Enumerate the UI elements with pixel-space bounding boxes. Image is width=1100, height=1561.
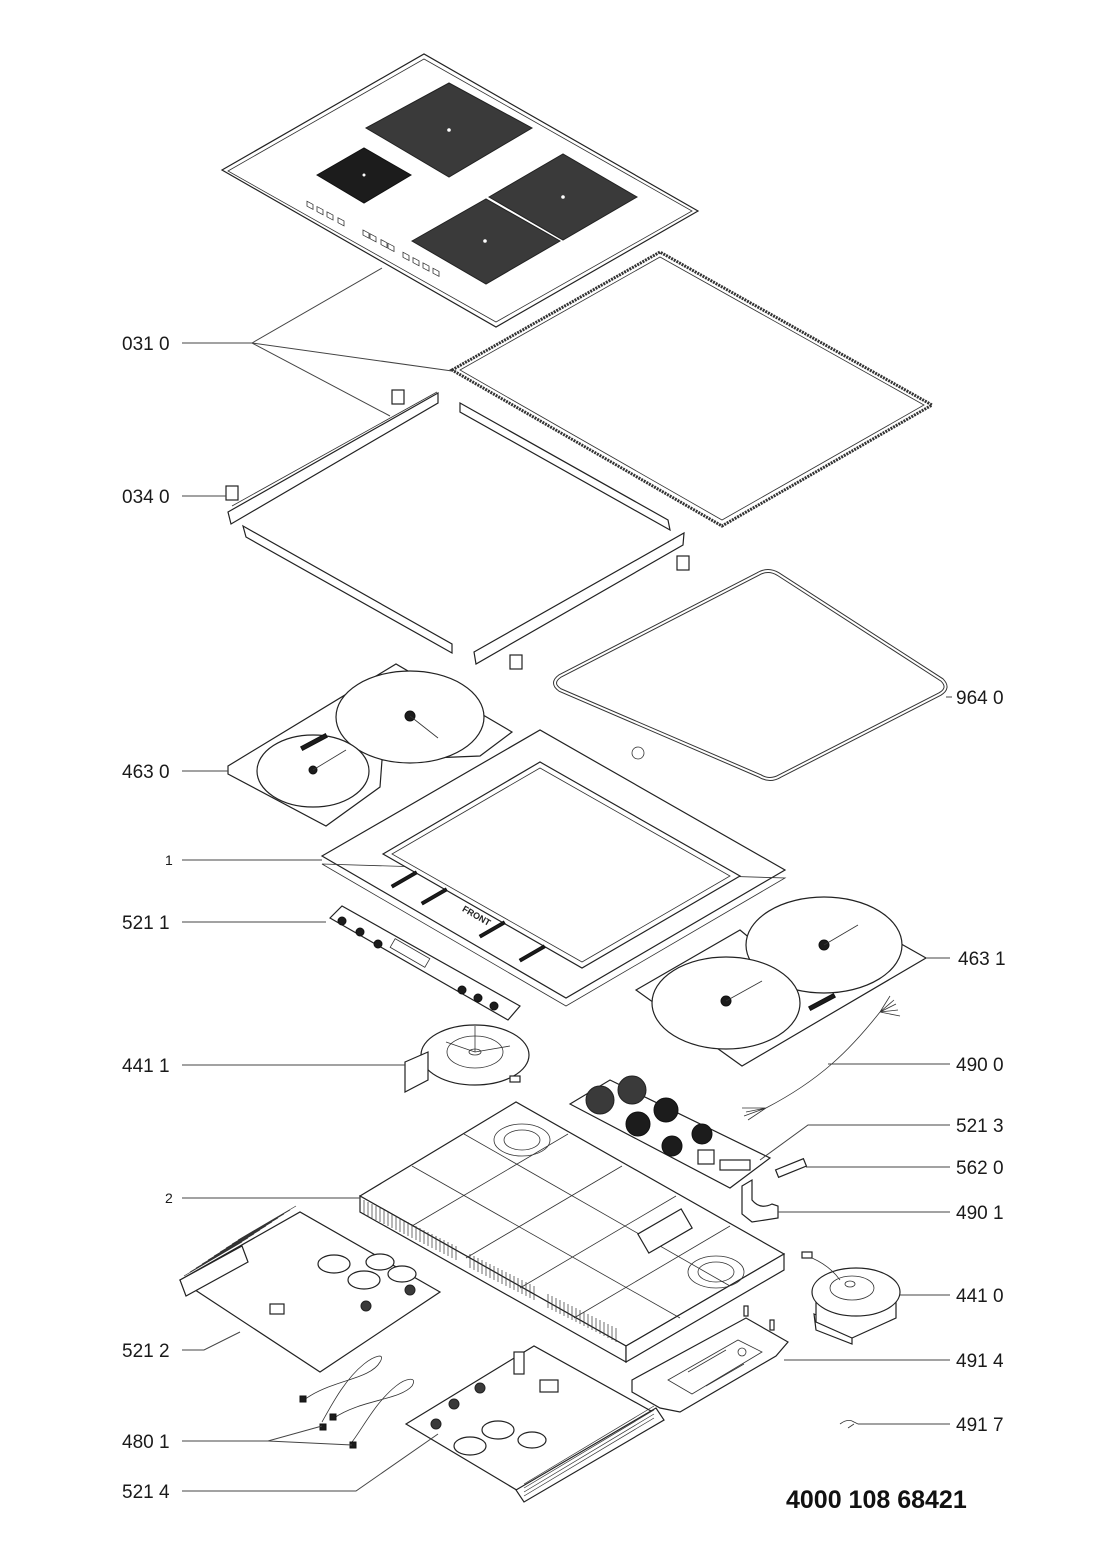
corner-bracket	[225, 389, 690, 670]
top-gasket	[448, 250, 936, 528]
base-housing	[358, 1101, 786, 1364]
callout-521-4: 521 4	[122, 1482, 170, 1503]
callout-463-0: 463 0	[122, 762, 170, 783]
leader-521-2	[182, 1331, 241, 1351]
fan-upper	[404, 1024, 530, 1093]
induction-coil-plate-left	[227, 663, 514, 827]
fan-lower	[801, 1251, 901, 1345]
callout-441-0: 441 0	[956, 1286, 1004, 1307]
callout-034-0: 034 0	[122, 487, 170, 508]
side-profile-front-left	[242, 524, 453, 655]
terminal-cover	[631, 1305, 789, 1413]
callout-441-1: 441 1	[122, 1056, 170, 1077]
callout-562-0: 562 0	[956, 1158, 1004, 1179]
side-profile-rear-left	[227, 391, 439, 525]
power-board-left	[178, 1205, 442, 1373]
cable-clamp	[741, 1178, 779, 1223]
callout-491-7: 491 7	[956, 1415, 1004, 1436]
control-board	[329, 905, 521, 1021]
callout-1: 1	[165, 852, 173, 868]
callout-2: 2	[165, 1190, 173, 1206]
side-profile-rear-right	[459, 401, 671, 532]
support-frame: FRONT	[320, 729, 787, 1007]
clip	[839, 1420, 859, 1429]
callout-490-1: 490 1	[956, 1203, 1004, 1224]
document-number: 4000 108 68421	[786, 1486, 967, 1514]
leader-521-3	[759, 1124, 950, 1161]
callout-521-1: 521 1	[122, 913, 170, 934]
side-profile-front-right	[473, 531, 685, 665]
callout-labels: 031 0 034 0 964 0 463 0 1 521 1 463 1 44…	[122, 334, 1006, 1503]
fuse	[774, 1157, 808, 1179]
frame-seal	[553, 569, 948, 781]
callout-491-4: 491 4	[956, 1351, 1004, 1372]
filter-board	[568, 1075, 772, 1189]
callout-521-2: 521 2	[122, 1341, 170, 1362]
callout-031-0: 031 0	[122, 334, 170, 355]
leader-031-0	[182, 267, 453, 417]
glass-ceramic-top	[220, 53, 700, 328]
leader-521-4	[182, 1433, 439, 1492]
power-board-right	[404, 1345, 665, 1503]
callout-480-1: 480 1	[122, 1432, 170, 1453]
callout-964-0: 964 0	[956, 688, 1004, 709]
touch-controls	[306, 200, 440, 278]
leader-lines	[182, 267, 952, 1492]
leader-480-1	[182, 1425, 353, 1446]
callout-521-3: 521 3	[956, 1116, 1004, 1137]
induction-coil-plate-right	[634, 896, 928, 1067]
callout-463-1: 463 1	[958, 949, 1006, 970]
callout-490-0: 490 0	[956, 1055, 1004, 1076]
